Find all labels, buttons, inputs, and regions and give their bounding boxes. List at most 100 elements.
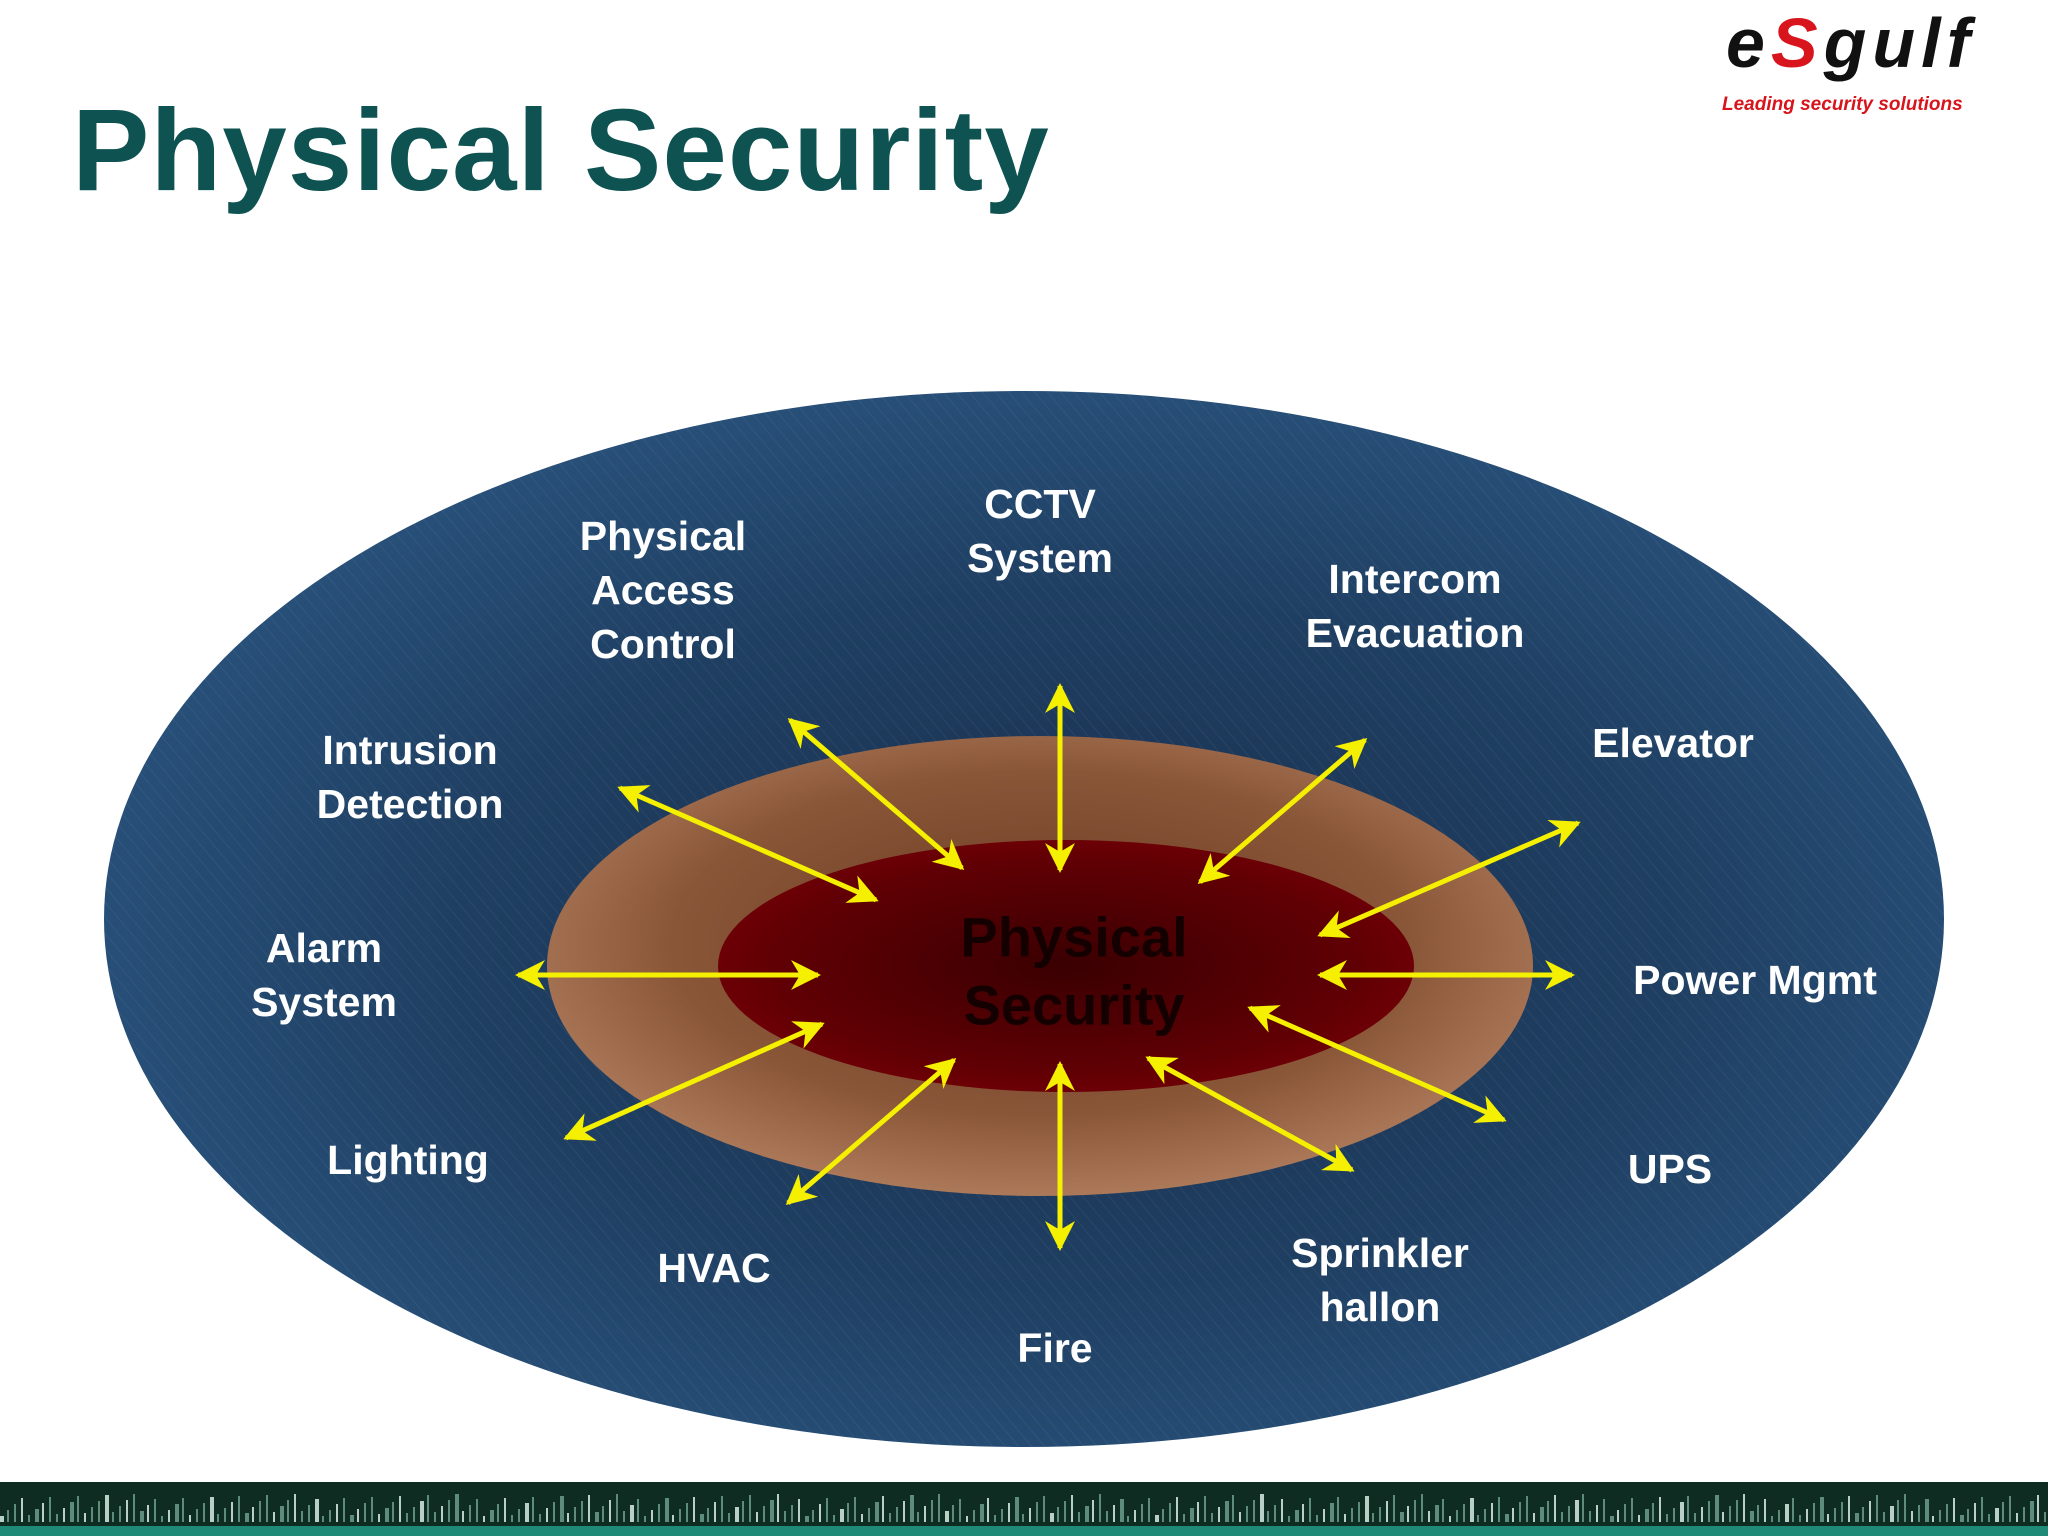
circuit-trace bbox=[1414, 1500, 1416, 1522]
circuit-trace bbox=[1897, 1500, 1899, 1522]
circuit-trace bbox=[1036, 1502, 1038, 1522]
circuit-trace bbox=[1757, 1505, 1759, 1522]
circuit-trace bbox=[1323, 1509, 1325, 1522]
circuit-trace bbox=[154, 1499, 156, 1522]
circuit-trace bbox=[168, 1510, 170, 1522]
circuit-trace bbox=[1988, 1514, 1990, 1522]
arrow-2 bbox=[1197, 738, 1368, 884]
circuit-trace bbox=[1526, 1496, 1528, 1522]
circuit-trace bbox=[1694, 1513, 1696, 1522]
circuit-trace bbox=[1848, 1496, 1850, 1522]
circuit-trace bbox=[98, 1501, 100, 1522]
circuit-trace bbox=[1519, 1502, 1521, 1522]
circuit-trace bbox=[504, 1498, 506, 1522]
circuit-trace bbox=[1050, 1513, 1054, 1522]
circuit-trace bbox=[1015, 1497, 1019, 1522]
circuit-trace bbox=[2016, 1513, 2018, 1522]
circuit-trace bbox=[1617, 1510, 1619, 1522]
circuit-trace bbox=[1687, 1496, 1689, 1522]
circuit-trace bbox=[1806, 1509, 1808, 1522]
circuit-trace bbox=[1449, 1516, 1451, 1522]
circuit-trace bbox=[896, 1507, 898, 1522]
circuit-trace bbox=[1673, 1508, 1675, 1522]
circuit-trace bbox=[1155, 1515, 1159, 1522]
circuit-trace bbox=[574, 1507, 576, 1522]
circuit-trace bbox=[1904, 1494, 1906, 1522]
circuit-trace bbox=[2037, 1495, 2039, 1522]
circuit-trace bbox=[1428, 1511, 1430, 1522]
circuit-trace bbox=[1561, 1512, 1563, 1522]
circuit-trace bbox=[1407, 1506, 1409, 1522]
circuit-trace bbox=[1393, 1495, 1395, 1522]
circuit-trace bbox=[1932, 1516, 1934, 1522]
circuit-trace bbox=[1281, 1499, 1283, 1522]
circuit-trace bbox=[42, 1503, 44, 1522]
arrow-8 bbox=[785, 1058, 957, 1205]
circuit-trace bbox=[126, 1500, 128, 1522]
circuit-trace bbox=[861, 1514, 863, 1522]
circuit-trace bbox=[238, 1496, 240, 1522]
circuit-trace bbox=[1337, 1497, 1339, 1522]
circuit-trace bbox=[1925, 1499, 1929, 1522]
circuit-trace bbox=[1330, 1503, 1334, 1522]
circuit-trace bbox=[1470, 1498, 1474, 1522]
circuit-trace bbox=[1239, 1512, 1241, 1522]
label-intercom-evacuation: Intercom Evacuation bbox=[1305, 555, 1525, 656]
circuit-trace bbox=[763, 1506, 765, 1522]
circuit-trace bbox=[469, 1505, 471, 1522]
arrow-7 bbox=[563, 1021, 825, 1141]
circuit-trace bbox=[518, 1509, 520, 1522]
circuit-trace bbox=[1099, 1494, 1101, 1522]
circuit-trace bbox=[784, 1511, 786, 1522]
company-logo: eSgulf Leading security solutions bbox=[1718, 0, 2048, 128]
circuit-trace bbox=[112, 1512, 114, 1522]
circuit-trace bbox=[665, 1498, 669, 1522]
circuit-trace bbox=[693, 1497, 695, 1522]
circuit-trace bbox=[1106, 1511, 1108, 1522]
circuit-trace bbox=[1995, 1508, 1999, 1522]
circuit-trace bbox=[1813, 1503, 1815, 1522]
circuit-trace bbox=[1120, 1499, 1124, 1522]
circuit-trace bbox=[1246, 1506, 1248, 1522]
circuit-trace bbox=[455, 1494, 459, 1522]
circuit-trace bbox=[1883, 1512, 1885, 1522]
circuit-trace bbox=[1134, 1510, 1136, 1522]
circuit-trace bbox=[1820, 1497, 1824, 1522]
circuit-trace bbox=[1540, 1507, 1544, 1522]
circuit-trace bbox=[525, 1503, 529, 1522]
circuit-trace bbox=[1008, 1503, 1010, 1522]
circuit-trace bbox=[1715, 1495, 1719, 1522]
circuit-trace bbox=[224, 1508, 226, 1522]
circuit-trace bbox=[210, 1497, 214, 1522]
circuit-trace bbox=[1372, 1513, 1374, 1522]
circuit-trace bbox=[1379, 1507, 1381, 1522]
label-sprinkler-hallon: Sprinkler hallon bbox=[1291, 1229, 1469, 1330]
circuit-trace bbox=[1484, 1509, 1486, 1522]
circuit-trace bbox=[756, 1512, 758, 1522]
circuit-trace bbox=[140, 1511, 144, 1522]
circuit-trace bbox=[119, 1506, 121, 1522]
label-lighting: Lighting bbox=[327, 1136, 489, 1183]
circuit-trace bbox=[1169, 1503, 1171, 1522]
circuit-trace bbox=[546, 1508, 548, 1522]
circuit-trace bbox=[1575, 1500, 1579, 1522]
circuit-trace bbox=[1652, 1503, 1654, 1522]
circuit-trace bbox=[1792, 1498, 1794, 1522]
circuit-trace bbox=[623, 1511, 625, 1522]
circuit-trace bbox=[273, 1512, 275, 1522]
circuit-trace bbox=[637, 1499, 639, 1522]
circuit-trace bbox=[1512, 1508, 1514, 1522]
circuit-trace bbox=[1568, 1506, 1570, 1522]
circuit-trace bbox=[1421, 1494, 1423, 1522]
circuit-trace bbox=[938, 1494, 940, 1522]
circuit-trace bbox=[819, 1504, 821, 1522]
logo-wordmark: eSgulf bbox=[1726, 4, 1976, 82]
circuit-trace bbox=[560, 1496, 564, 1522]
circuit-trace bbox=[532, 1497, 534, 1522]
circuit-trace bbox=[1589, 1511, 1591, 1522]
circuit-trace bbox=[1610, 1516, 1614, 1522]
circuit-trace bbox=[245, 1513, 249, 1522]
circuit-trace bbox=[0, 1516, 4, 1522]
circuit-trace bbox=[56, 1514, 58, 1522]
